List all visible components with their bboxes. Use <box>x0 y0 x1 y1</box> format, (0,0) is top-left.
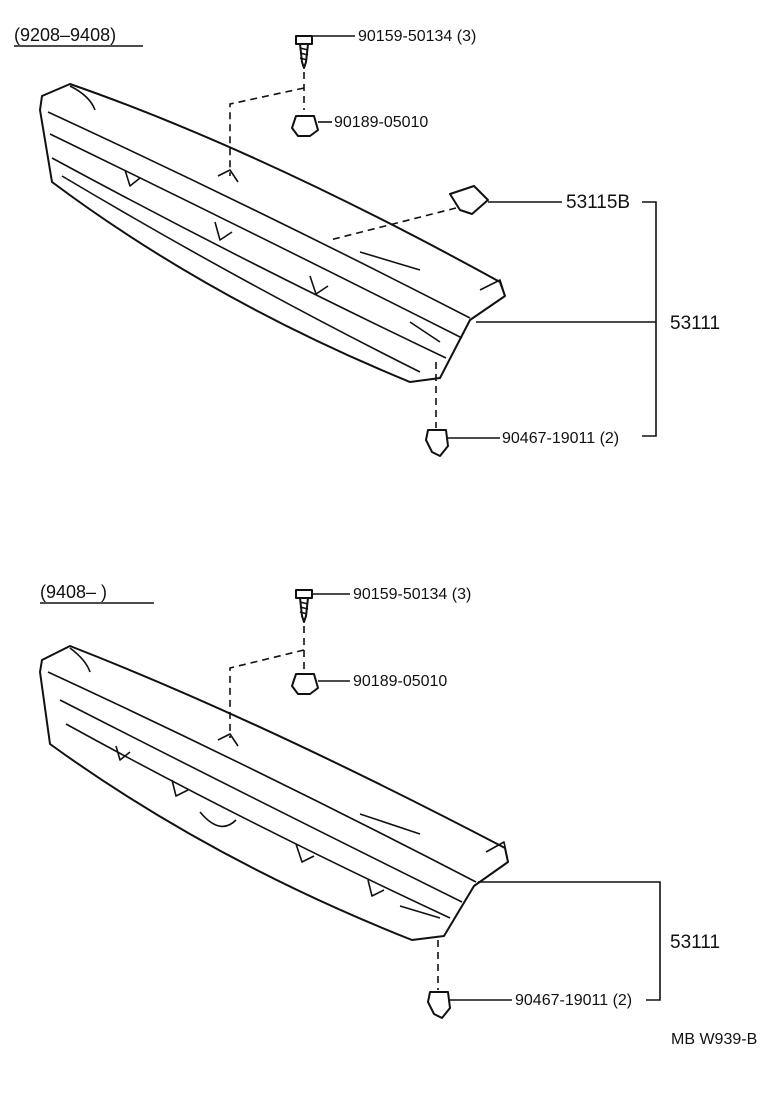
section-2: (9408– ) 90159-50134 (3) <box>39 582 720 1019</box>
grille-2 <box>39 645 509 941</box>
nut-1-label: 90189-05010 <box>334 114 428 131</box>
section-1-range: (9208–9408) <box>14 25 116 45</box>
screw-2-icon <box>295 589 313 623</box>
nut-1-icon <box>291 115 319 137</box>
bracket-1-icon <box>449 185 489 215</box>
section-1: (9208–9408) 90159-50134 (3) <box>14 25 720 457</box>
screw-2-label: 90159-50134 (3) <box>353 586 471 603</box>
grille-1-label: 53111 <box>670 313 720 334</box>
screw-1-icon <box>295 35 313 69</box>
clip-2-label: 90467-19011 (2) <box>515 992 632 1009</box>
nut-2-label: 90189-05010 <box>353 673 447 690</box>
clip-1-icon <box>425 429 449 457</box>
diagram-reference: MB W939-B <box>671 1031 757 1048</box>
section-2-range: (9408– ) <box>40 582 107 602</box>
clip-2-icon <box>427 991 451 1019</box>
screw-1-label: 90159-50134 (3) <box>358 28 476 45</box>
nut-2-icon <box>291 673 319 695</box>
grille-2-label: 53111 <box>670 932 720 953</box>
clip-1-label: 90467-19011 (2) <box>502 430 619 447</box>
grille-1 <box>39 83 506 383</box>
bracket-label: 53115B <box>566 192 630 213</box>
